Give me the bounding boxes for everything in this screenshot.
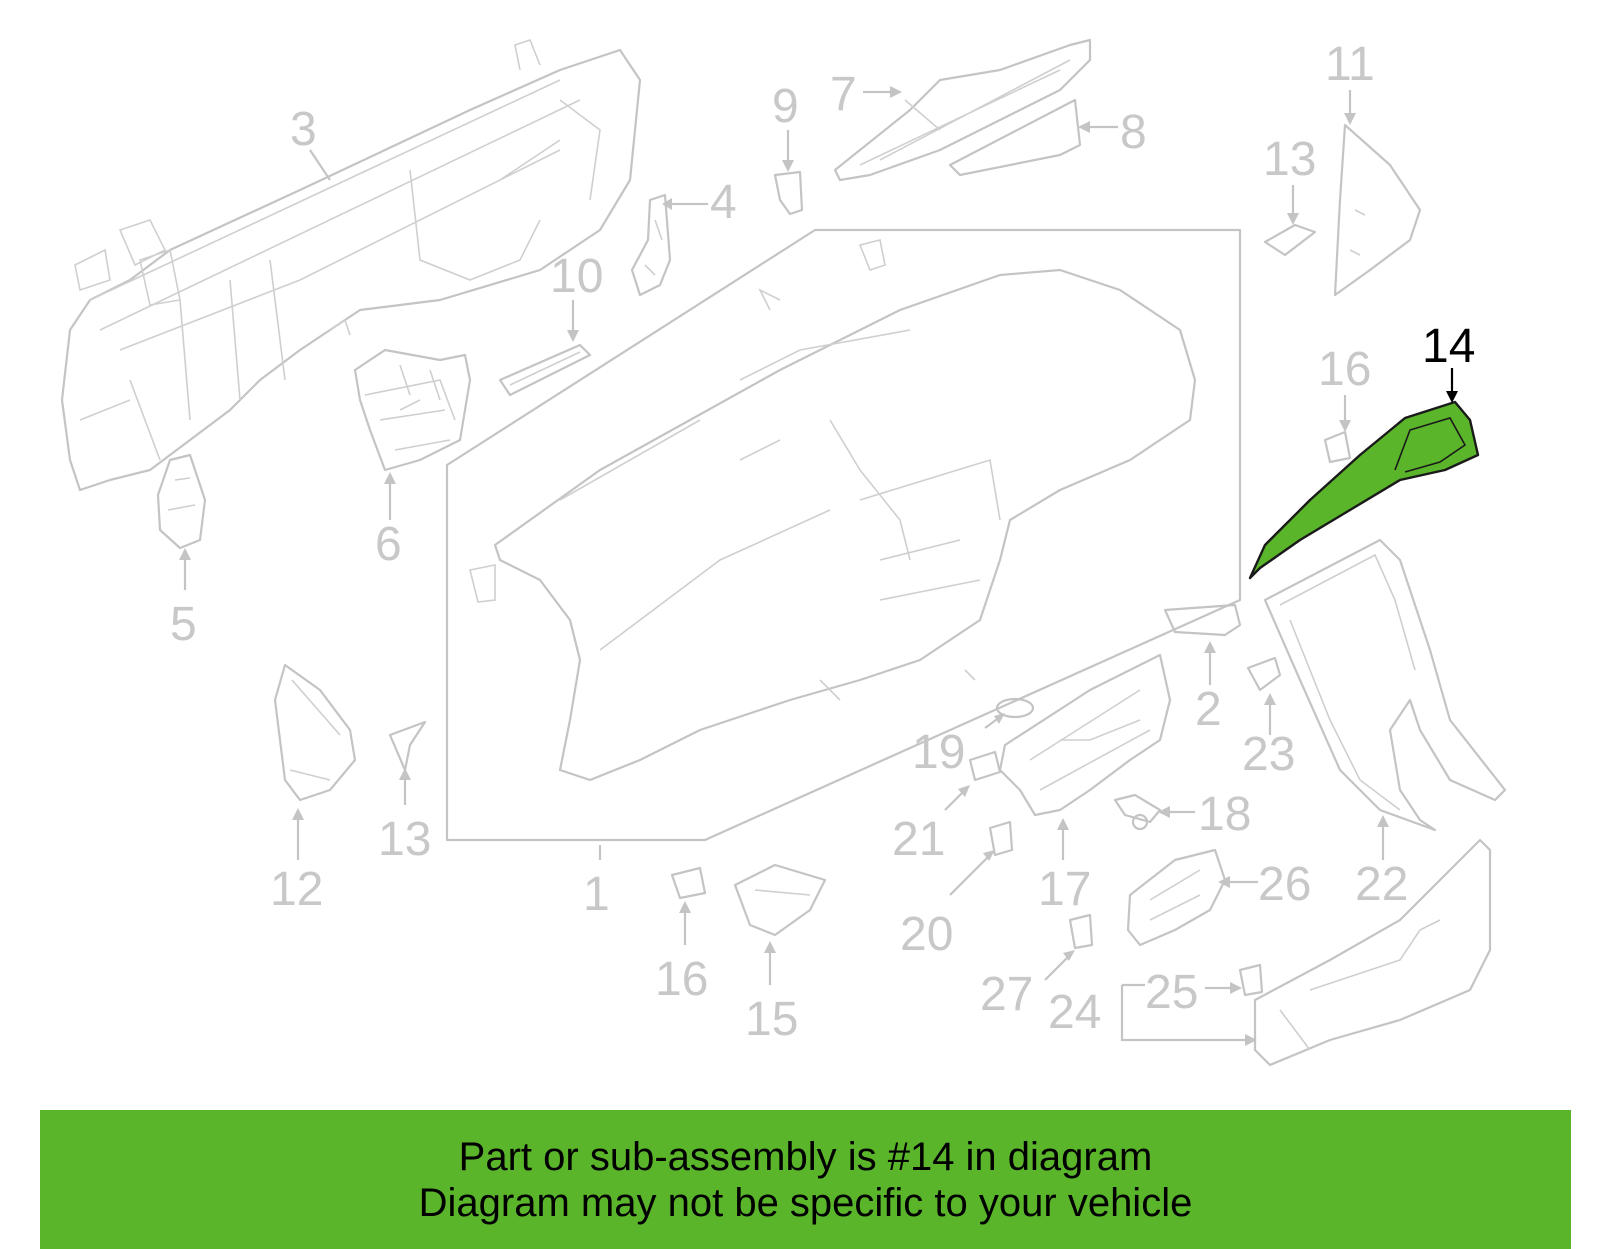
callout-22: 22 [1355,858,1408,911]
part-14-highlighted-trim[interactable] [1248,400,1480,580]
part-11-end-cap[interactable] [1333,123,1422,297]
part-26-switch-bezel[interactable] [1126,848,1227,947]
callout-25: 25 [1145,966,1198,1019]
part-17-lower-trim[interactable] [998,653,1172,817]
banner-line-disclaimer: Diagram may not be specific to your vehi… [418,1180,1193,1225]
part-19-fastener[interactable] [995,697,1035,719]
part-4-bracket[interactable] [630,193,672,297]
part-27-clip[interactable] [1068,913,1094,950]
callout-15: 15 [745,993,798,1046]
callout-11: 11 [1325,38,1375,91]
part-12-end-cap[interactable] [273,663,357,802]
callout-16-upper: 16 [1318,343,1371,396]
part-3-cross-car-beam[interactable] [60,39,642,492]
callout-9: 9 [772,80,799,133]
parts-diagram: 3 4 5 6 7 8 9 10 [60,38,1507,1067]
part-24-lower-panel[interactable] [1253,838,1492,1067]
callout-26: 26 [1258,858,1311,911]
info-banner: Part or sub-assembly is #14 in diagram D… [40,1110,1571,1249]
callout-17: 17 [1038,863,1091,916]
callout-5: 5 [170,598,197,651]
callout-1: 1 [583,868,610,921]
callout-14: 14 [1422,320,1475,373]
callout-24: 24 [1048,986,1101,1039]
part-2-bracket[interactable] [1163,603,1242,637]
part-13-clip-lower[interactable] [388,720,427,772]
part-16-clip-lower[interactable] [670,866,707,900]
callout-7: 7 [830,68,857,121]
callout-19: 19 [912,726,965,779]
part-13-clip-upper[interactable] [1263,223,1317,257]
part-23-clip[interactable] [1246,656,1282,692]
part-18-bolt[interactable] [1113,793,1162,831]
callout-3: 3 [290,103,317,156]
callout-2: 2 [1195,683,1222,736]
part-8-speaker-grille[interactable] [948,98,1082,177]
part-20-clip[interactable] [988,820,1014,857]
part-6-bracket-assembly[interactable] [353,348,472,472]
part-21-clip[interactable] [968,750,1002,782]
part-5-bracket[interactable] [156,453,207,550]
callout-16-lower: 16 [655,953,708,1006]
callout-13-lower: 13 [378,813,431,866]
callout-21: 21 [892,813,945,866]
part-25-clip[interactable] [1238,963,1264,997]
part-10-vent[interactable] [498,343,592,397]
part-22-console-trim[interactable] [1263,538,1507,832]
callout-12: 12 [270,863,323,916]
callout-27: 27 [980,968,1033,1021]
part-7-defroster-grille[interactable] [833,38,1092,182]
callout-20: 20 [900,908,953,961]
callout-8: 8 [1120,106,1147,159]
callout-23: 23 [1242,728,1295,781]
callout-10: 10 [550,250,603,303]
callout-6: 6 [375,518,402,571]
part-15-vent[interactable] [733,863,827,937]
part-16-clip-upper[interactable] [1323,430,1352,464]
callout-18: 18 [1198,788,1251,841]
part-1-instrument-panel[interactable] [445,228,1242,842]
callout-4: 4 [710,176,737,229]
banner-line-part-number: Part or sub-assembly is #14 in diagram [458,1134,1153,1179]
callout-13-upper: 13 [1263,133,1316,186]
part-9-clip[interactable] [773,170,804,216]
